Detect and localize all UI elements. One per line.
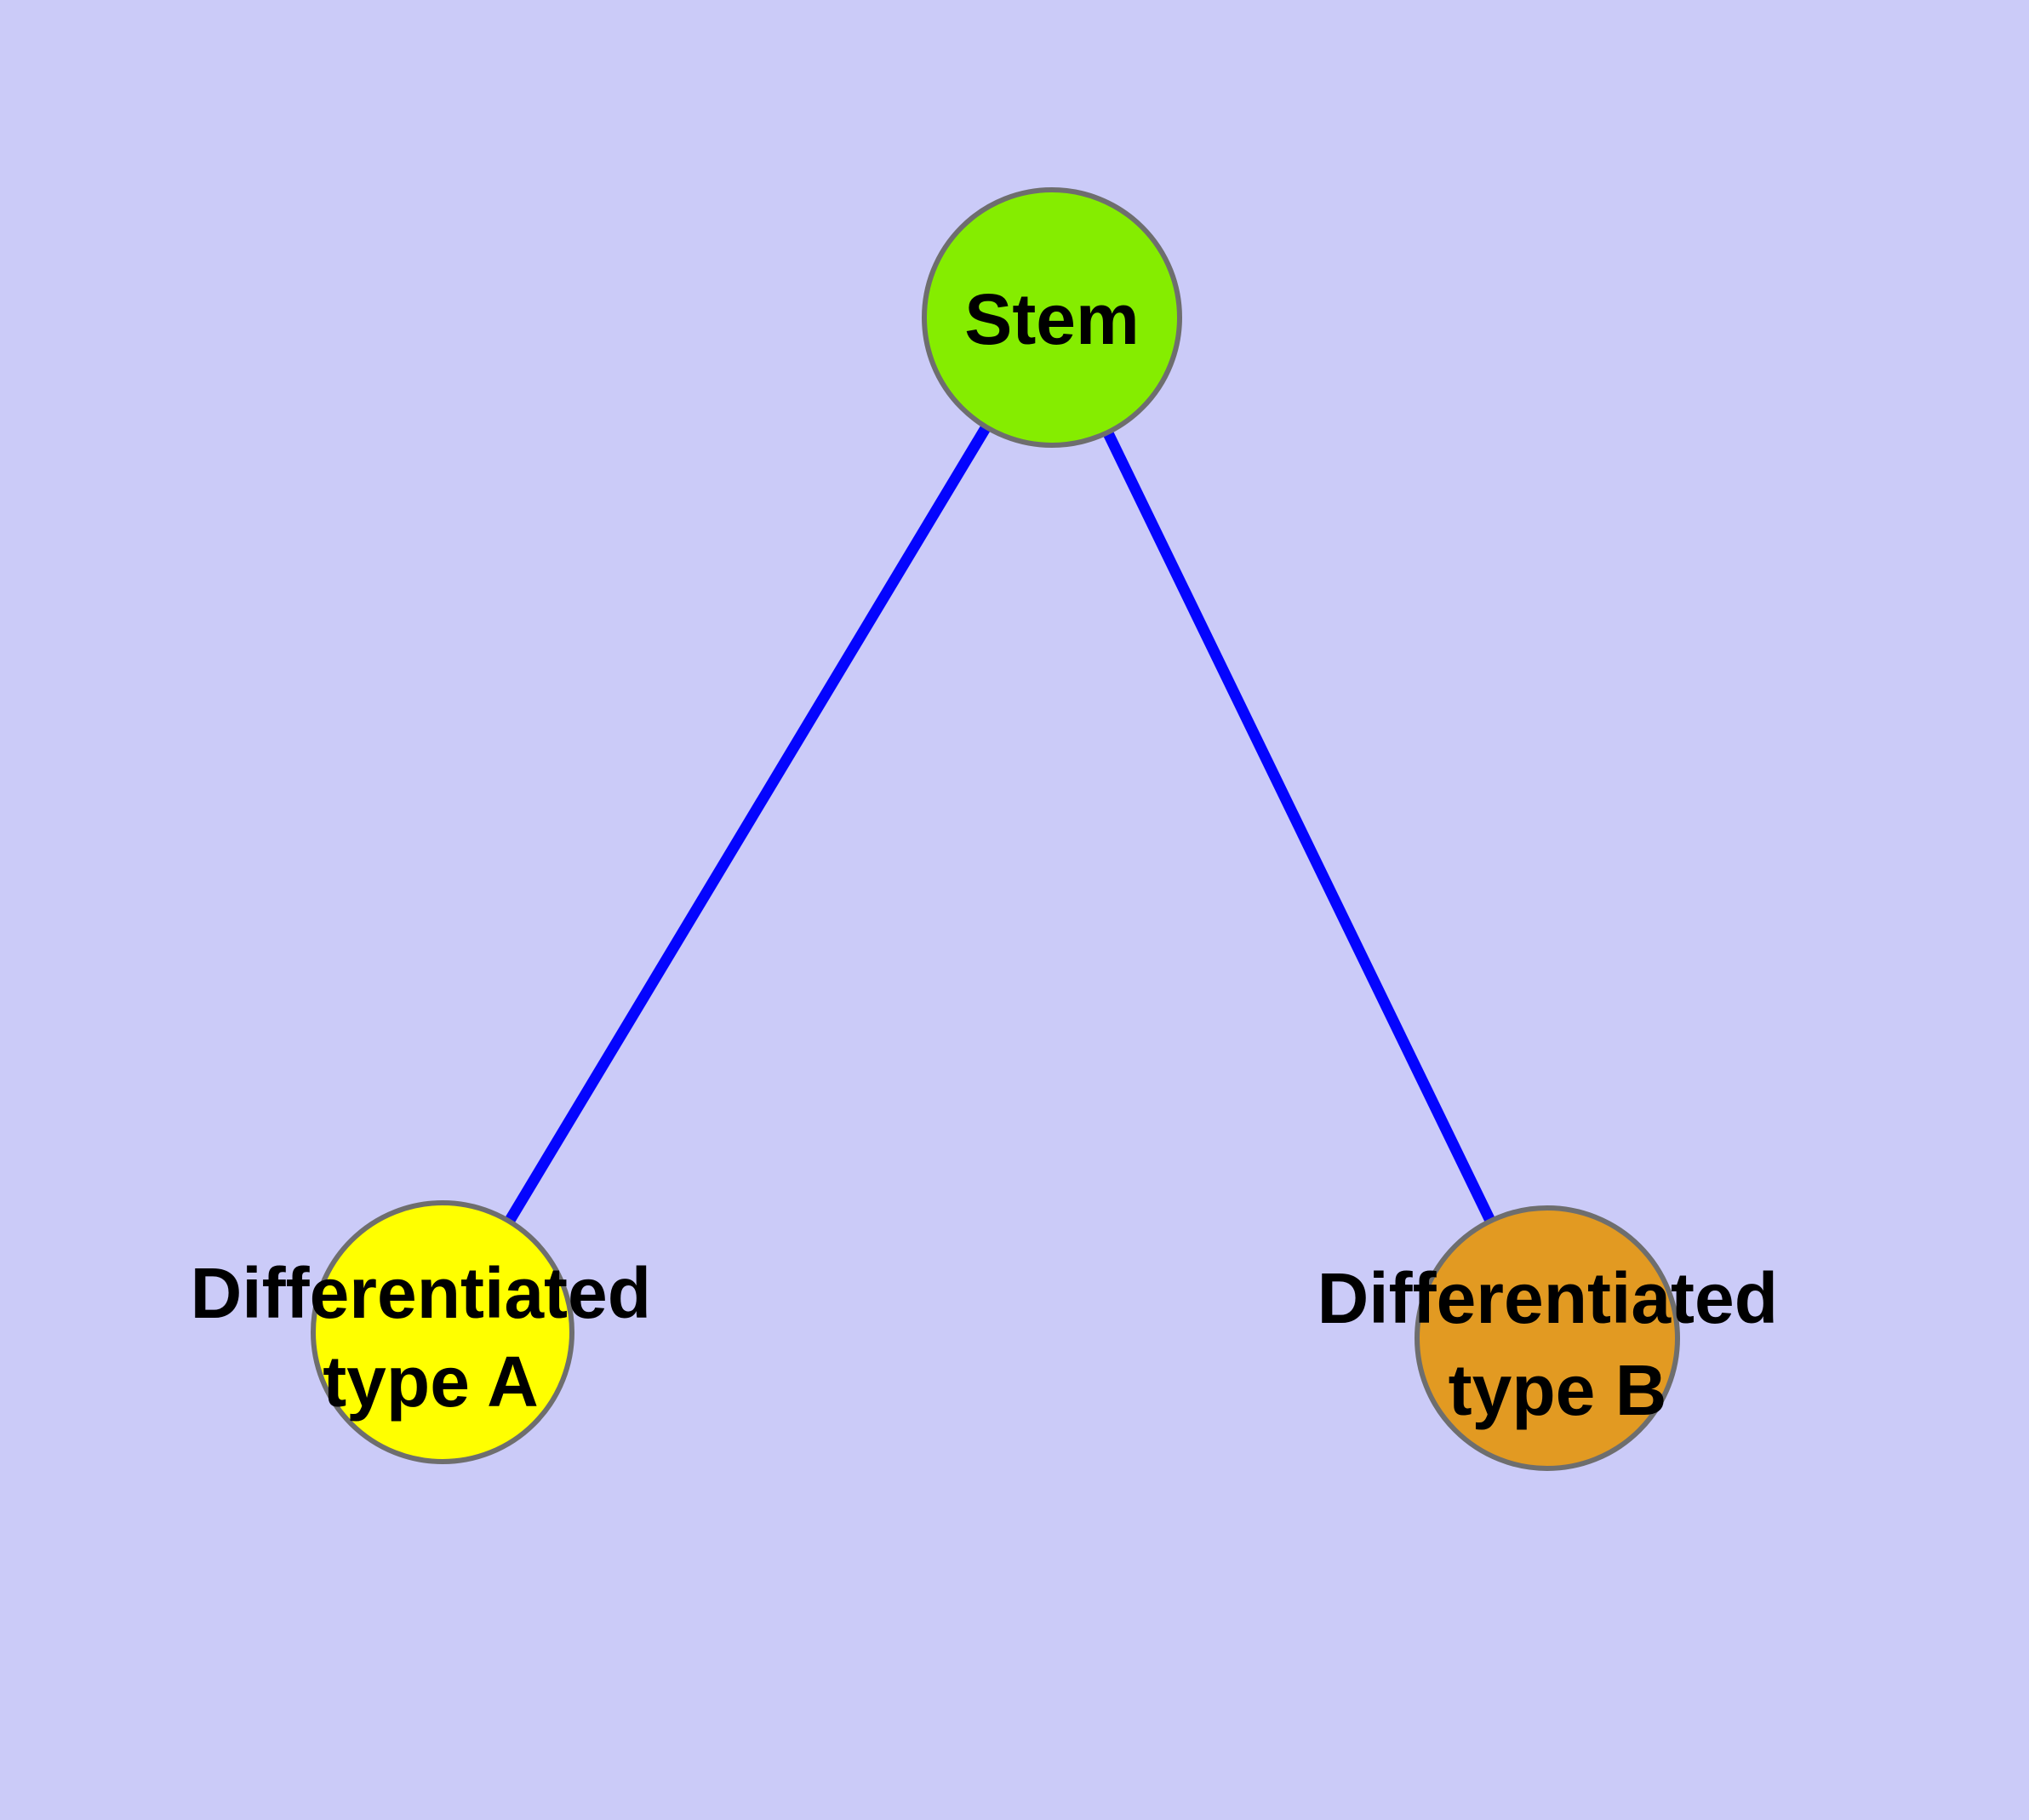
edge-stem-to-type-a [437, 314, 1057, 1336]
node-differentiated-type-a: Differentiated type A [191, 1200, 672, 1464]
node-type-a-label: Differentiated type A [191, 1253, 672, 1422]
node-type-a-label-line1: Differentiated [191, 1253, 651, 1333]
node-stem-circle [922, 187, 1182, 448]
node-type-b-label-line1: Differentiated [1317, 1258, 1778, 1338]
node-type-b-circle [1415, 1205, 1680, 1471]
node-stem-label: Stem [964, 279, 1139, 359]
node-type-b-label-line2: type B [1449, 1350, 1667, 1430]
node-type-b-label: Differentiated type B [1317, 1258, 1798, 1430]
node-type-a-circle [311, 1200, 574, 1464]
node-type-a-label-line2: type A [323, 1342, 539, 1422]
node-stem: Stem [922, 187, 1182, 448]
edge-stem-to-type-b [1047, 315, 1552, 1341]
node-differentiated-type-b: Differentiated type B [1317, 1205, 1798, 1471]
